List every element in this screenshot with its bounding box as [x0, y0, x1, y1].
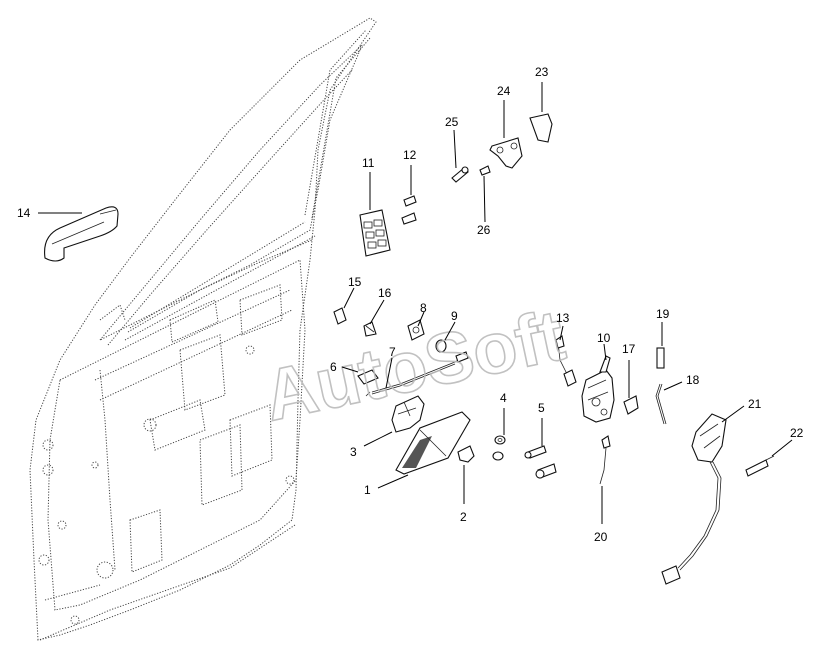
door-panel [29, 17, 377, 641]
callout-13: 13 [556, 311, 570, 325]
callout-25: 25 [445, 115, 459, 129]
bolts-5 [524, 445, 557, 479]
callout-21: 21 [748, 397, 762, 411]
callout-10: 10 [597, 331, 611, 345]
screw-25 [451, 166, 469, 183]
lock-switch-plate [359, 209, 391, 257]
clip-9 [435, 339, 447, 353]
callout-15: 15 [348, 275, 362, 289]
guide-pins [401, 195, 417, 225]
callout-2: 2 [460, 510, 467, 524]
callout-18: 18 [686, 373, 700, 387]
callout-24: 24 [497, 84, 511, 98]
rod-13 [555, 335, 577, 387]
callout-4: 4 [500, 391, 507, 405]
callout-26: 26 [477, 223, 491, 237]
clip-8 [407, 319, 425, 341]
callout-5: 5 [538, 401, 545, 415]
callout-17: 17 [622, 342, 636, 356]
callout-19: 19 [656, 307, 670, 321]
rod-7 [365, 351, 469, 397]
screw-26 [479, 165, 491, 176]
callout-11: 11 [362, 156, 375, 170]
grommets-4 [492, 435, 506, 461]
callout-labels: 1 2 3 4 5 6 7 8 9 10 11 12 13 14 15 16 1… [17, 65, 804, 544]
door-latch [581, 355, 615, 423]
clip-15 [333, 307, 347, 325]
leader-lines [38, 82, 793, 524]
inside-handle-lever [391, 395, 425, 433]
callout-22: 22 [790, 426, 804, 440]
inside-handle-bezel [395, 411, 471, 475]
latch-part-17 [623, 395, 639, 415]
callout-8: 8 [420, 301, 427, 315]
lock-actuator [661, 413, 727, 585]
clip-16 [363, 321, 377, 337]
outside-door-handle [44, 206, 119, 262]
rod-18 [655, 383, 667, 425]
callout-3: 3 [350, 445, 357, 459]
callout-1: 1 [364, 483, 371, 497]
callout-14: 14 [17, 206, 31, 220]
callout-6: 6 [330, 360, 337, 374]
bracket-24 [489, 137, 523, 169]
screw-22 [745, 455, 775, 477]
cable-20 [599, 435, 611, 485]
button-6 [357, 369, 379, 385]
callout-23: 23 [535, 65, 549, 79]
callout-12: 12 [403, 148, 417, 162]
pin-19 [656, 347, 665, 369]
callout-7: 7 [389, 345, 396, 359]
cover-23 [529, 113, 553, 143]
callout-9: 9 [451, 309, 458, 323]
callout-20: 20 [594, 530, 608, 544]
callout-16: 16 [378, 286, 392, 300]
cap-2 [457, 445, 475, 463]
